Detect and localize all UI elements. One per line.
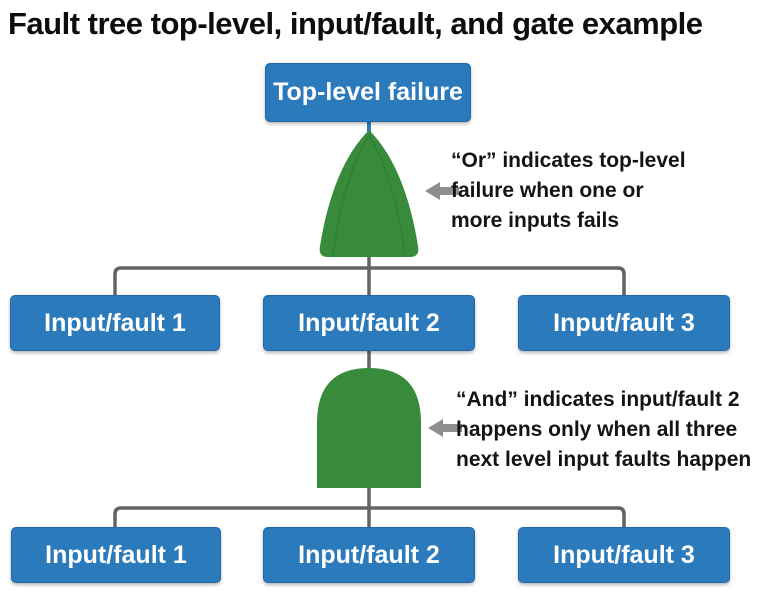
node-bot-input-fault-3: Input/fault 3 [518,527,730,583]
node-top-level-failure-label: Top-level failure [273,78,463,106]
and-annotation-line: happens only when all three [456,418,738,441]
node-label: Input/fault 3 [553,308,695,337]
node-mid-input-fault-1: Input/fault 1 [10,295,220,351]
or-gate-annotation: “Or” indicates top-level failure when on… [451,146,686,236]
node-label: Input/fault 3 [553,540,695,569]
or-gate-inner-curve-right [368,134,406,256]
node-mid-input-fault-3: Input/fault 3 [518,295,730,351]
node-label: Input/fault 1 [44,308,186,337]
node-label: Input/fault 2 [298,540,440,569]
node-bot-input-fault-1: Input/fault 1 [11,527,221,583]
node-bot-input-fault-2: Input/fault 2 [263,527,475,583]
or-gate-inner-curve-left [332,134,370,256]
and-annotation-line: “And” indicates input/fault 2 [456,388,740,411]
node-label: Input/fault 2 [298,308,440,337]
node-top-level-failure: Top-level failure [265,63,471,122]
and-gate [317,368,421,488]
or-annotation-line: more inputs fails [451,209,620,232]
and-annotation-line: next level input faults happen [456,448,752,471]
connector-middle-row-bracket [113,266,626,296]
and-gate-annotation: “And” indicates input/fault 2 happens on… [456,385,751,475]
or-annotation-line: failure when one or [451,179,644,202]
or-gate [319,130,419,257]
diagram-title: Fault tree top-level, input/fault, and g… [8,6,703,41]
node-label: Input/fault 1 [45,540,187,569]
or-annotation-arrow-icon [425,182,459,200]
and-annotation-arrow-icon [428,419,462,437]
node-mid-input-fault-2: Input/fault 2 [263,295,475,351]
or-annotation-line: “Or” indicates top-level [451,149,686,172]
connector-bottom-row-bracket [113,506,626,529]
